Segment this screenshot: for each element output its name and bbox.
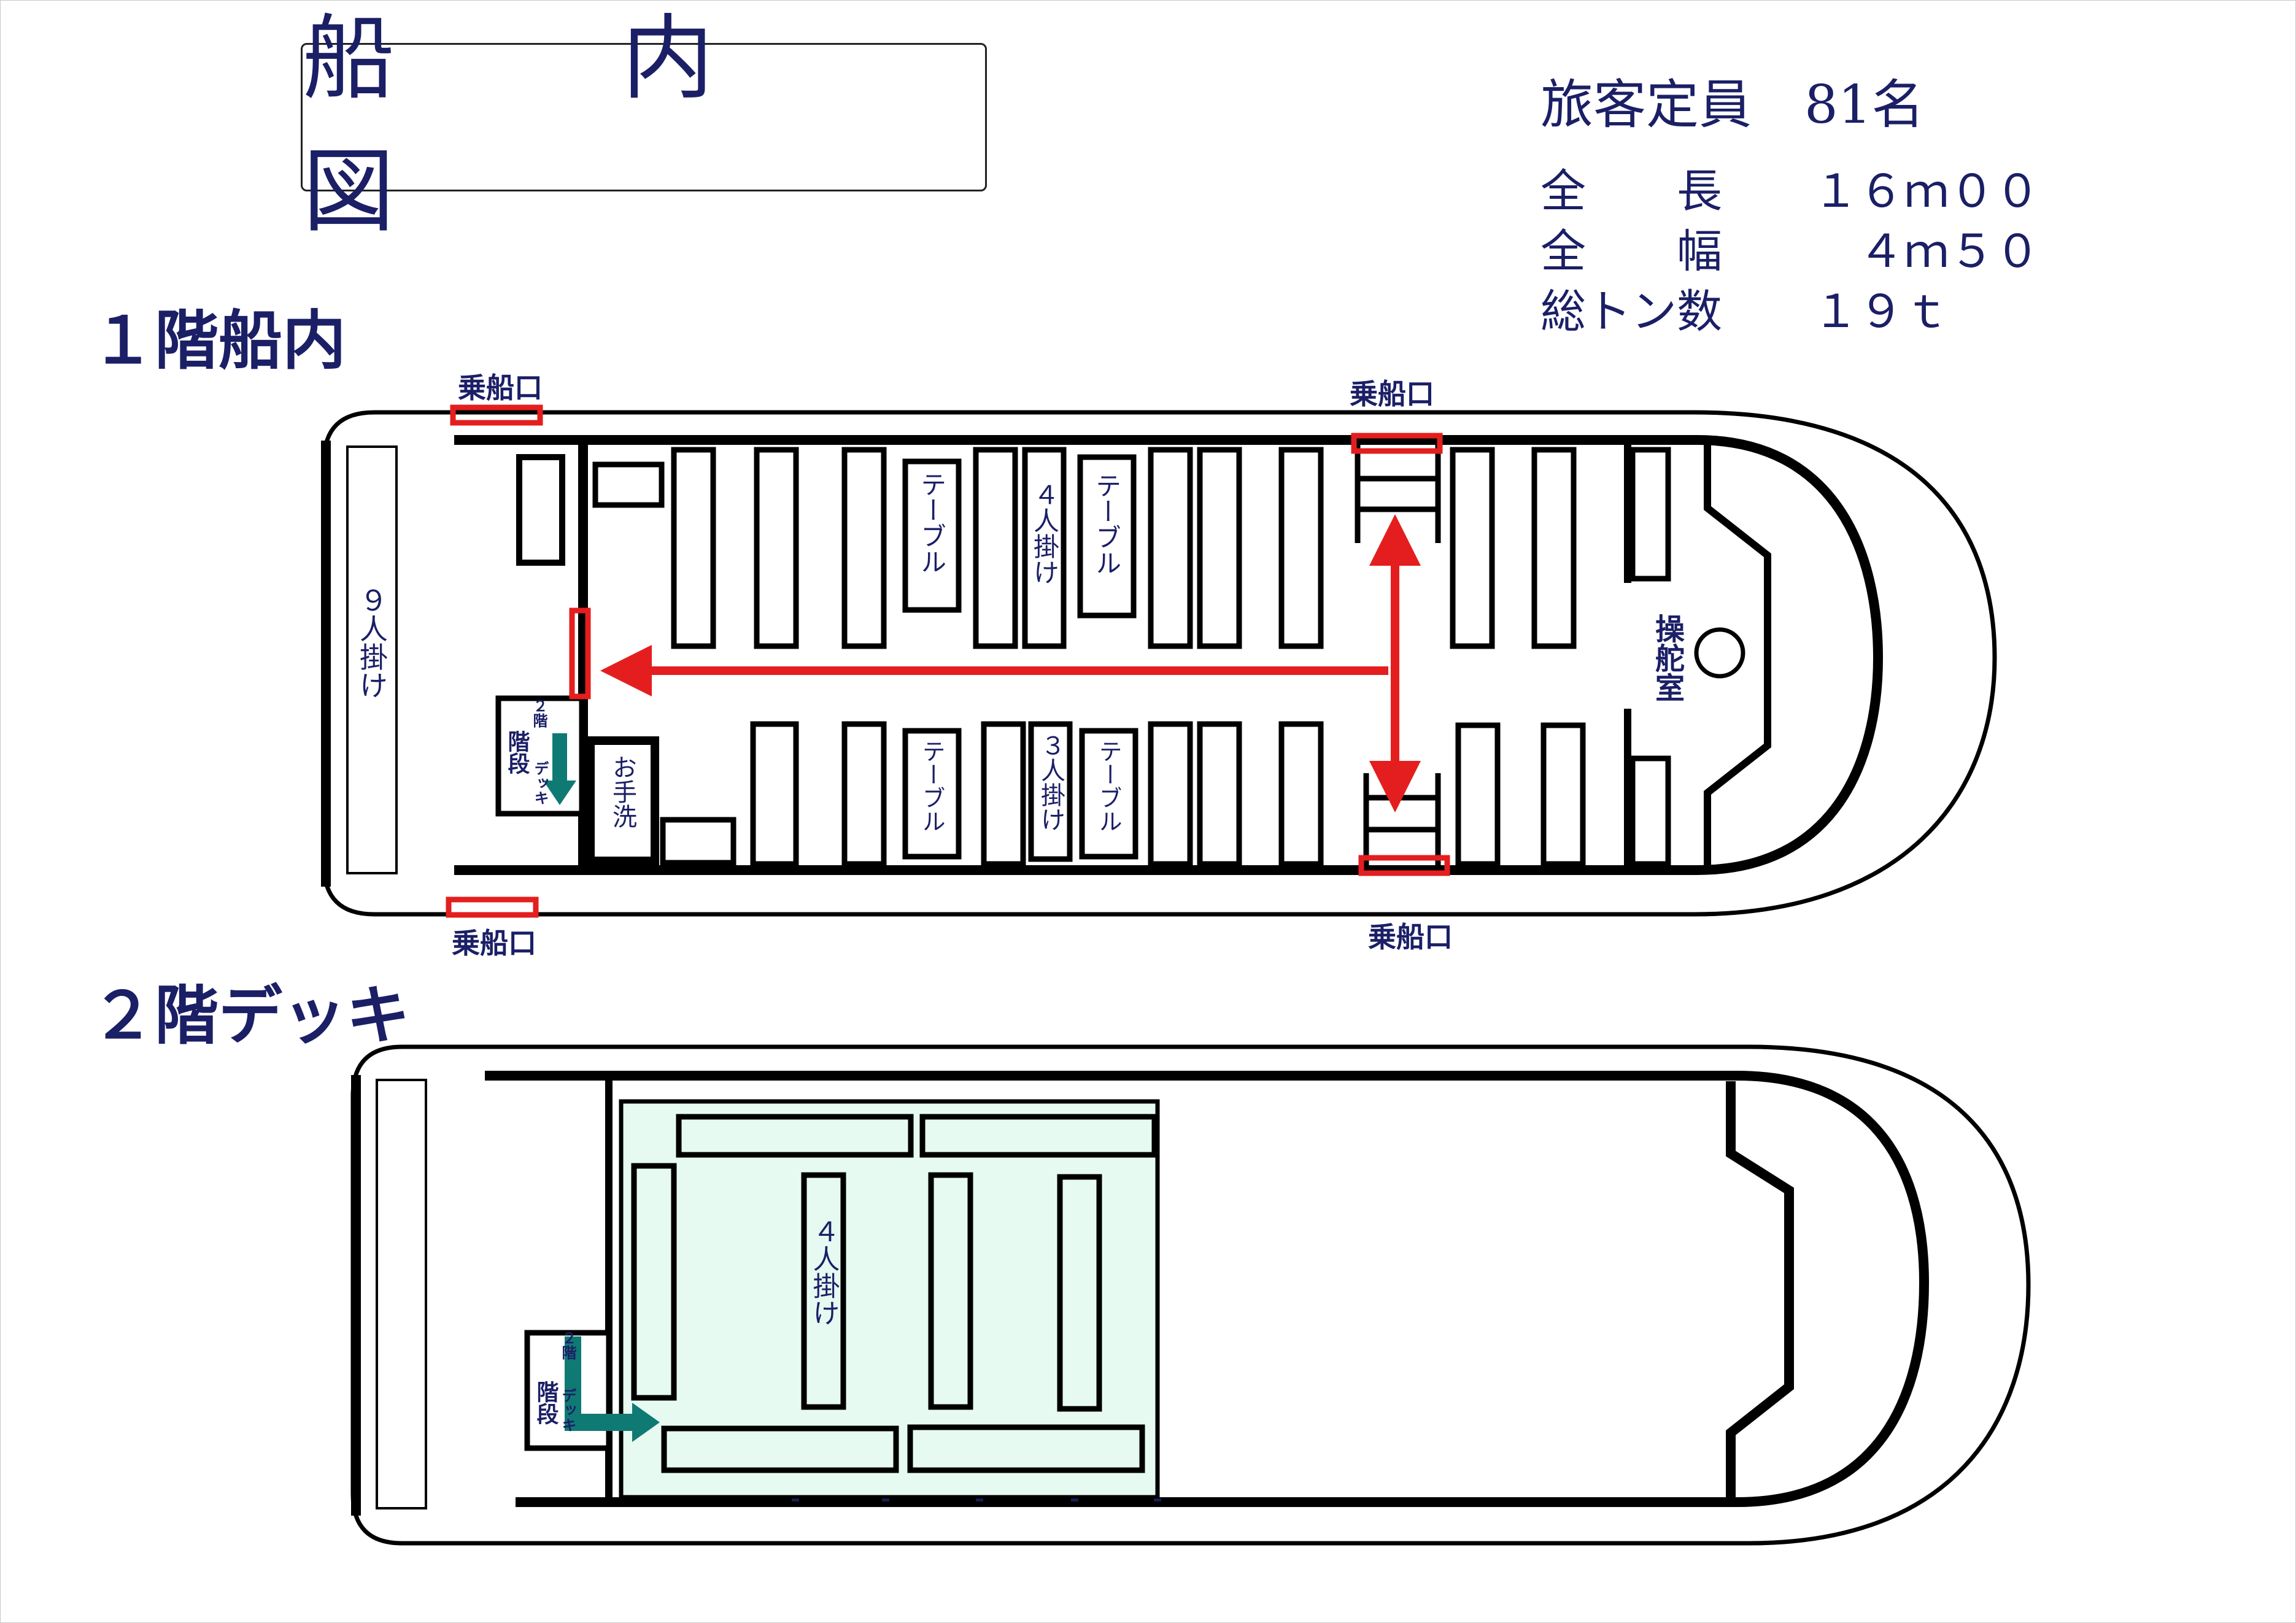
floor1-stairs-arrow xyxy=(543,733,576,805)
floor1-bench-9 xyxy=(346,445,398,874)
floor1-ladder-top xyxy=(1355,445,1441,543)
floor1-table-c-label: テーブル xyxy=(918,739,945,833)
floor1-table-d xyxy=(1079,728,1138,860)
seat xyxy=(661,1425,899,1473)
floor1-boarding-label-top-left: 乗船口 xyxy=(458,371,543,404)
floor1-stairs-deck-label: デッキ xyxy=(531,761,549,805)
seat xyxy=(919,1114,1158,1158)
seat xyxy=(1278,447,1324,649)
seat xyxy=(981,721,1026,867)
page-title: 船 内 図 xyxy=(303,6,941,245)
boarding-marker-top-left xyxy=(450,404,543,426)
seat xyxy=(1455,722,1501,867)
floor1-toilet-label: お手洗 xyxy=(608,755,636,828)
floor1-table-c xyxy=(902,728,962,860)
floor1-toilet xyxy=(586,736,659,865)
floor1-bench-4 xyxy=(1022,447,1067,649)
floor1-boarding-markers xyxy=(446,404,1450,918)
floor1-table-d-label: テーブル xyxy=(1095,739,1122,833)
floor1-heading: １階船内 xyxy=(91,303,347,378)
floor2-bow-wall xyxy=(1726,1081,1794,1497)
seat xyxy=(1531,447,1577,649)
seat xyxy=(928,1172,973,1410)
seat xyxy=(1148,447,1193,649)
spec-length: 全 長 １６ｍ００ xyxy=(1540,165,2040,218)
floor2-outer-hull xyxy=(350,1044,2031,1546)
seat xyxy=(671,447,716,649)
floor1-boarding-label-bottom-left: 乗船口 xyxy=(452,927,536,960)
floor1-inner-wall-top xyxy=(454,435,1883,658)
floor1-bench-3-label: ３人掛け xyxy=(1037,733,1065,831)
floor2-heading: ２階デッキ xyxy=(91,978,411,1053)
floor2-plan: ４人掛け ２階 階段 デッキ xyxy=(350,1044,2031,1546)
floor1-inner-wall-bottom xyxy=(454,657,1883,875)
floor1-helm-wheel xyxy=(1694,627,1745,679)
floor2-deck-dots xyxy=(792,1498,1161,1502)
floor1-top-seats xyxy=(671,447,1671,649)
floor2-bench-4-label: ４人掛け xyxy=(808,1218,840,1326)
floor2-stairs-deck-label: デッキ xyxy=(559,1388,576,1432)
seat xyxy=(676,1114,914,1158)
floor1-route-arrows xyxy=(600,514,1421,812)
floor1-stairs-floor-label: ２階 xyxy=(530,698,547,728)
seat xyxy=(973,447,1018,649)
floor1-bench-9-label: ９人掛け xyxy=(355,586,388,699)
floor2-stairs-label: 階段 xyxy=(533,1381,559,1425)
title-box: 船 内 図 xyxy=(301,6,987,245)
floor2-inner-wall-top xyxy=(485,1071,1929,1283)
floor1-wheelhouse-wall xyxy=(1704,445,1771,866)
spec-tonnage: 総トン数 １９ｔ xyxy=(1540,285,1949,338)
floor1-stairs-label: 階段 xyxy=(504,730,530,774)
seat xyxy=(1057,1174,1102,1412)
boarding-marker-bottom-left xyxy=(446,896,539,918)
floor1-ladder-bottom xyxy=(1363,773,1441,866)
spec-capacity: 旅客定員 81名 xyxy=(1540,74,1925,136)
seat xyxy=(841,721,887,867)
seat xyxy=(754,447,799,649)
floor1-bottom-seats xyxy=(750,721,1671,867)
boarding-marker-bottom-right xyxy=(1358,855,1450,876)
boarding-marker-top-right xyxy=(1351,433,1443,454)
seat xyxy=(1629,755,1671,867)
seat xyxy=(1197,721,1242,867)
seat xyxy=(1148,721,1193,867)
floor1-stairs-box xyxy=(495,695,585,817)
seat xyxy=(1450,447,1495,649)
seat xyxy=(1197,447,1242,649)
floor1-table-a-label: テーブル xyxy=(917,471,947,574)
floor1-table-b-label: テーブル xyxy=(1092,472,1122,576)
floor1-small-box xyxy=(660,817,736,866)
floor1-wheelhouse-label: 操舵室 xyxy=(1650,614,1685,702)
spec-width: 全 幅 ４ｍ５０ xyxy=(1540,225,2040,278)
floor1-table-b xyxy=(1077,454,1137,619)
seat xyxy=(841,447,887,649)
seat xyxy=(1540,722,1586,867)
seat xyxy=(631,1163,677,1401)
floor2-stairs-arrow xyxy=(565,1336,660,1442)
floor2-bench-4 xyxy=(801,1172,846,1410)
floor1-locker-a xyxy=(516,454,565,566)
floor1-locker-b xyxy=(592,461,665,508)
floor1-bench-4-label: ４人掛け xyxy=(1030,482,1060,585)
boarding-marker-side xyxy=(569,607,591,700)
floor2-stairs-floor-label: ２階 xyxy=(559,1330,576,1360)
floor1-bench-3 xyxy=(1028,721,1073,862)
floor1-boarding-label-bottom-right: 乗船口 xyxy=(1368,920,1453,954)
seat xyxy=(1278,721,1324,867)
floor1-table-a xyxy=(902,458,962,613)
floor1-boarding-label-top-right: 乗船口 xyxy=(1350,377,1434,411)
floor1-plan: 乗船口 乗船口 乗船口 乗船口 ９人掛け テーブル ４人掛け テーブル テーブル… xyxy=(321,371,1997,960)
floor2-seats xyxy=(631,1114,1158,1473)
seat xyxy=(750,721,799,867)
floor2-inner-wall-bottom xyxy=(516,1282,1929,1507)
seat xyxy=(1629,447,1671,582)
seat xyxy=(907,1424,1145,1473)
floor2-stern-bench xyxy=(376,1079,427,1509)
